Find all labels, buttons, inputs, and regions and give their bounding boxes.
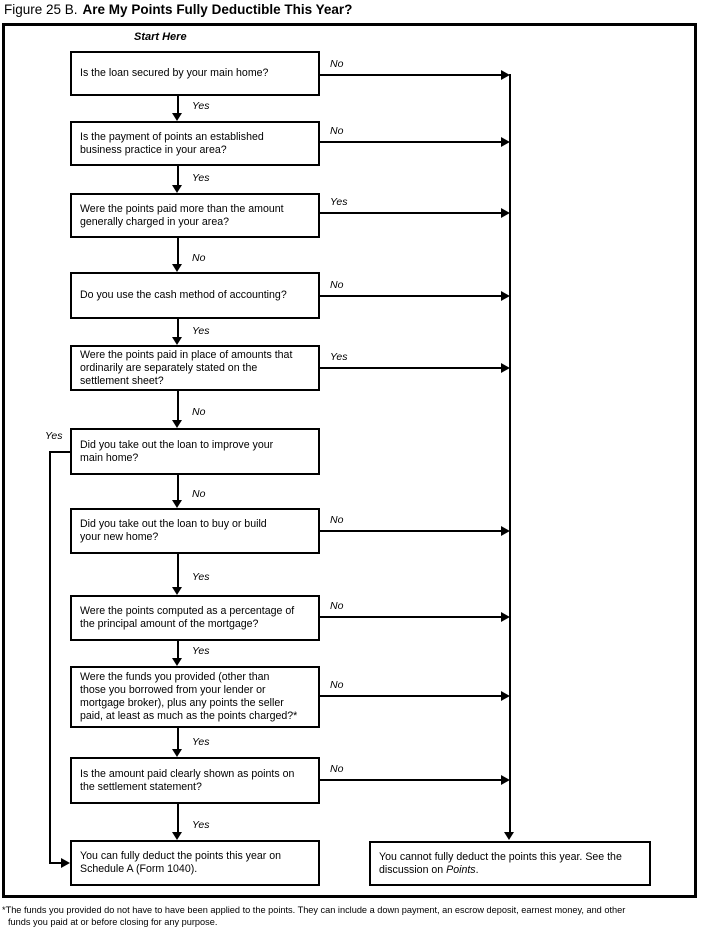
arrow-down-icon xyxy=(172,658,182,666)
arrow-right-icon xyxy=(501,363,510,373)
connector-line xyxy=(177,641,179,658)
branch-label-yes: Yes xyxy=(192,571,210,583)
connector-line xyxy=(177,319,179,337)
connector-line xyxy=(509,74,511,832)
figure-title: Figure 25 B. Are My Points Fully Deductib… xyxy=(4,2,352,17)
flowchart-box-percentage-principal: Were the points computed as a percentage… xyxy=(70,595,320,641)
flowchart-box-result-deduct: You can fully deduct the points this yea… xyxy=(70,840,320,886)
branch-label-no: No xyxy=(192,406,206,418)
flowchart-box-clearly-shown: Is the amount paid clearly shown as poin… xyxy=(70,757,320,804)
branch-label-yes: Yes xyxy=(192,172,210,184)
arrow-down-icon xyxy=(172,832,182,840)
branch-label-yes: Yes xyxy=(45,430,63,442)
connector-line xyxy=(50,451,70,453)
branch-label-yes: Yes xyxy=(192,100,210,112)
arrow-right-icon xyxy=(501,70,510,80)
connector-line xyxy=(177,728,179,749)
footnote-line-2: funds you paid at or before closing for … xyxy=(8,916,218,927)
branch-label-no: No xyxy=(330,600,344,612)
connector-line xyxy=(320,779,502,781)
arrow-down-icon xyxy=(504,832,514,840)
connector-line xyxy=(49,451,51,864)
connector-line xyxy=(320,616,502,618)
connector-line xyxy=(49,862,63,864)
branch-label-no: No xyxy=(330,279,344,291)
arrow-down-icon xyxy=(172,337,182,345)
box-text: Were the funds you provided (other than … xyxy=(80,671,298,722)
box-text: Were the points computed as a percentage… xyxy=(80,605,295,630)
arrow-right-icon xyxy=(501,137,510,147)
arrow-down-icon xyxy=(172,749,182,757)
branch-label-yes: Yes xyxy=(330,351,348,363)
branch-label-no: No xyxy=(192,488,206,500)
box-text: You cannot fully deduct the points this … xyxy=(371,851,630,877)
footnote: *The funds you provided do not have to h… xyxy=(2,905,702,928)
branch-label-no: No xyxy=(330,763,344,775)
arrow-down-icon xyxy=(172,264,182,272)
connector-line xyxy=(320,74,502,76)
connector-line xyxy=(320,212,502,214)
arrow-down-icon xyxy=(172,500,182,508)
arrow-right-icon xyxy=(61,858,70,868)
branch-label-yes: Yes xyxy=(192,819,210,831)
flowchart-box-funds-provided: Were the funds you provided (other than … xyxy=(70,666,320,728)
arrow-right-icon xyxy=(501,526,510,536)
flowchart-frame xyxy=(2,23,697,898)
connector-line xyxy=(320,367,502,369)
branch-label-no: No xyxy=(330,125,344,137)
arrow-down-icon xyxy=(172,113,182,121)
connector-line xyxy=(320,530,502,532)
connector-line xyxy=(177,804,179,832)
arrow-down-icon xyxy=(172,185,182,193)
branch-label-yes: Yes xyxy=(192,325,210,337)
branch-label-no: No xyxy=(330,58,344,70)
connector-line xyxy=(177,238,179,264)
branch-label-yes: Yes xyxy=(192,645,210,657)
flowchart-box-in-place-of-amounts: Were the points paid in place of amounts… xyxy=(70,345,320,391)
no-deduct-text: You cannot fully deduct the points this … xyxy=(379,850,622,876)
flowchart-box-established-practice: Is the payment of points an established … xyxy=(70,121,320,166)
box-text: Is the amount paid clearly shown as poin… xyxy=(80,767,295,793)
flowchart-box-cash-method: Do you use the cash method of accounting… xyxy=(70,272,320,319)
connector-line xyxy=(177,554,179,587)
connector-line xyxy=(177,96,179,113)
connector-line xyxy=(177,391,179,420)
connector-line xyxy=(177,166,179,185)
connector-line xyxy=(320,695,502,697)
box-text: Were the points paid in place of amounts… xyxy=(80,348,293,387)
arrow-right-icon xyxy=(501,291,510,301)
arrow-down-icon xyxy=(172,420,182,428)
flowchart-box-buy-or-build: Did you take out the loan to buy or buil… xyxy=(70,508,320,554)
connector-line xyxy=(177,475,179,500)
box-text: Did you take out the loan to buy or buil… xyxy=(80,518,267,543)
arrow-right-icon xyxy=(501,612,510,622)
arrow-right-icon xyxy=(501,208,510,218)
connector-line xyxy=(320,141,502,143)
box-text: Did you take out the loan to improve you… xyxy=(80,438,274,464)
branch-label-no: No xyxy=(192,252,206,264)
flowchart-box-more-than-charged: Were the points paid more than the amoun… xyxy=(70,193,320,238)
arrow-right-icon xyxy=(501,775,510,785)
no-deduct-period: . xyxy=(475,863,479,876)
branch-label-no: No xyxy=(330,679,344,691)
flowchart-box-improve-home: Did you take out the loan to improve you… xyxy=(70,428,320,475)
start-here-label: Start Here xyxy=(134,31,187,43)
footnote-line-1: *The funds you provided do not have to h… xyxy=(2,905,626,915)
branch-label-yes: Yes xyxy=(330,196,348,208)
box-text: Is the payment of points an established … xyxy=(80,130,264,156)
arrow-down-icon xyxy=(172,587,182,595)
box-text: You can fully deduct the points this yea… xyxy=(80,850,282,875)
branch-label-no: No xyxy=(330,514,344,526)
figure-title-text: Are My Points Fully Deductible This Year… xyxy=(82,2,353,17)
figure-number: Figure 25 B. xyxy=(4,2,78,17)
points-italic-word: Points xyxy=(446,863,476,876)
flowchart-box-loan-secured: Is the loan secured by your main home? xyxy=(70,51,320,96)
flowchart-box-result-no-deduct: You cannot fully deduct the points this … xyxy=(369,841,651,886)
arrow-right-icon xyxy=(501,691,510,701)
box-text: Do you use the cash method of accounting… xyxy=(80,289,287,301)
box-text: Is the loan secured by your main home? xyxy=(80,67,269,79)
box-text: Were the points paid more than the amoun… xyxy=(80,202,284,228)
branch-label-yes: Yes xyxy=(192,736,210,748)
connector-line xyxy=(320,295,502,297)
